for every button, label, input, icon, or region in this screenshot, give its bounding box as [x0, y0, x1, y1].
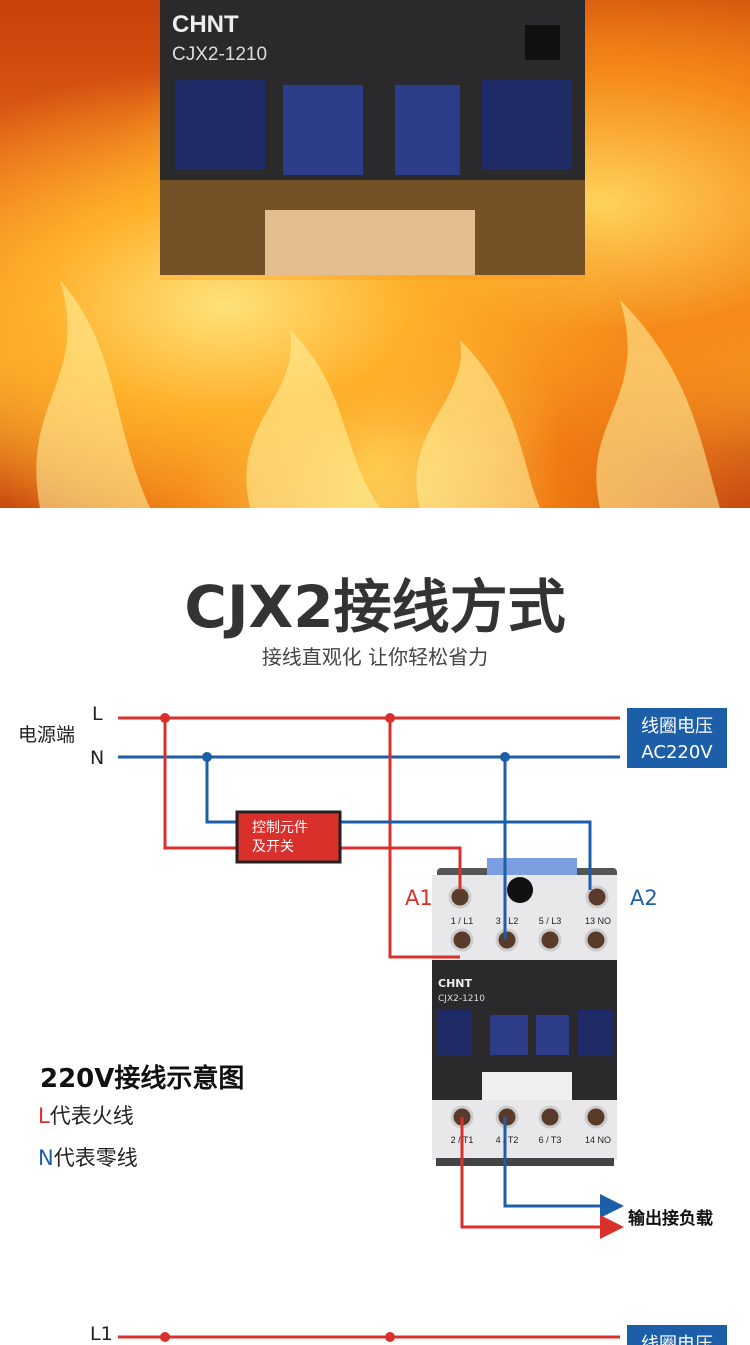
contactor-photo: CHNT CJX2-1210 — [160, 0, 585, 275]
junction-dots — [160, 713, 510, 1342]
svg-text:控制元件: 控制元件 — [252, 820, 308, 836]
page-subtitle: 接线直观化 让你轻松省力 — [261, 645, 489, 669]
hero-image: CHNT CJX2-1210 — [0, 0, 750, 508]
terminal-label: 1 / L1 — [451, 916, 474, 926]
terminal-label: 14 NO — [585, 1135, 611, 1145]
terminal-label: 3 / L2 — [496, 916, 519, 926]
brand-logo: CHNT — [172, 11, 239, 38]
contactor-model: CJX2-1210 — [438, 994, 485, 1004]
next-coil-voltage-label: 线圈电压 — [641, 1334, 713, 1345]
legend-live: L代表火线 — [38, 1104, 134, 1128]
power-source-label: 电源端 — [18, 724, 75, 746]
flame-background: CHNT CJX2-1210 — [36, 0, 720, 508]
terminal-label: 6 / T3 — [539, 1135, 562, 1145]
coil-voltage-box: 线圈电压 AC220V — [627, 708, 727, 768]
svg-text:线圈电压: 线圈电压 — [641, 716, 713, 737]
legend-title: 220V接线示意图 — [40, 1064, 245, 1094]
contactor-brand: CHNT — [438, 977, 472, 990]
line-n-label: N — [90, 747, 104, 769]
legend-neutral: N代表零线 — [38, 1146, 138, 1170]
svg-text:AC220V: AC220V — [641, 742, 713, 763]
model-label: CJX2-1210 — [172, 44, 267, 65]
line-l1-label: L1 — [90, 1323, 113, 1345]
control-switch-box: 控制元件 及开关 — [235, 810, 342, 864]
line-l-label: L — [92, 703, 103, 725]
terminal-label: 13 NO — [585, 916, 611, 926]
a2-label: A2 — [630, 886, 658, 910]
terminal-label: 5 / L3 — [539, 916, 562, 926]
svg-text:及开关: 及开关 — [252, 839, 294, 855]
page-title: CJX2接线方式 — [184, 573, 566, 641]
a1-label: A1 — [405, 886, 433, 910]
output-load-label: 输出接负载 — [628, 1208, 713, 1229]
terminal-label: 4 / T2 — [496, 1135, 519, 1145]
contactor-image: 1 / L1 3 / L2 5 / L3 13 NO 2 / T1 4 / T2… — [432, 858, 617, 1166]
